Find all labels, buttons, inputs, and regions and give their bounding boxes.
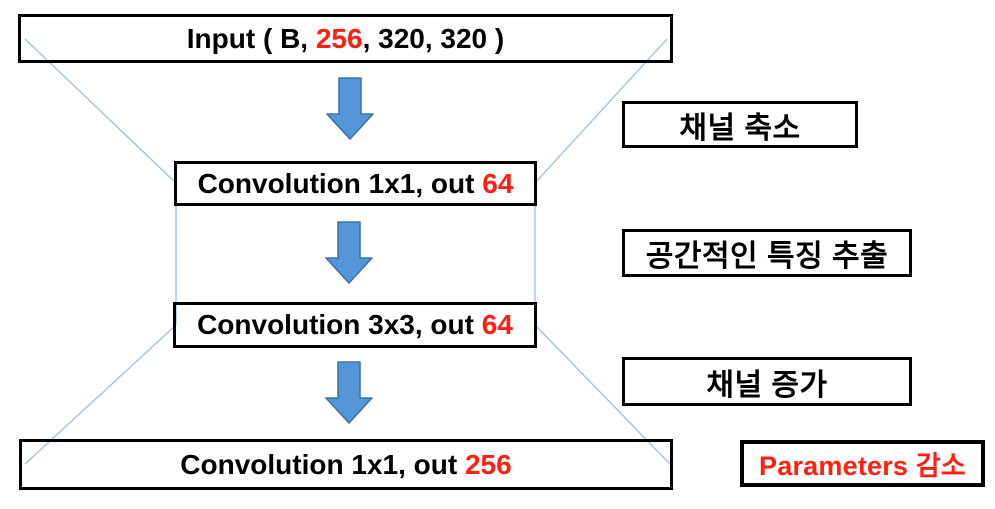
flow-box-conv1x1-reduce: Convolution 1x1, out 64	[174, 161, 537, 206]
side-label-channel-reduce: 채널 축소	[622, 101, 858, 148]
flow-box-conv1-text: Convolution 1x1, out	[197, 167, 483, 199]
side-label-channel-reduce-text: 채널 축소	[679, 111, 801, 145]
flow-box-conv3-out: 256	[464, 448, 512, 480]
flow-box-conv2-out: 64	[481, 309, 513, 340]
side-label-spatial-feature-extract: 공간적인 특징 추출	[622, 229, 912, 277]
flow-box-input-channels: 256	[315, 22, 363, 54]
flow-box-conv3-text: Convolution 1x1, out	[180, 448, 465, 480]
flow-box-conv1x1-expand: Convolution 1x1, out 256	[19, 439, 673, 490]
connector-line	[24, 38, 177, 184]
side-label-parameters-decrease: Parameters 감소	[740, 440, 985, 487]
down-arrow-icon	[326, 77, 374, 140]
flow-box-conv3x3: Convolution 3x3, out 64	[173, 302, 537, 348]
side-label-channel-increase-text: 채널 증가	[706, 368, 828, 402]
flow-box-conv2-text: Convolution 3x3, out	[197, 309, 482, 340]
side-label-spatial-feature-extract-text: 공간적인 특징 추출	[645, 240, 889, 273]
side-label-parameters-decrease-text: Parameters 감소	[759, 451, 966, 481]
flow-box-input: Input ( B, 256, 320, 320 )	[18, 14, 673, 63]
flow-box-input-text: Input ( B,	[186, 22, 316, 54]
down-arrow-icon	[325, 221, 373, 284]
down-arrow-icon	[325, 361, 373, 424]
flow-box-conv1-out: 64	[482, 167, 514, 199]
side-label-channel-increase: 채널 증가	[622, 357, 912, 406]
connector-line	[534, 38, 668, 184]
flow-box-input-dims: , 320, 320 )	[362, 22, 505, 54]
